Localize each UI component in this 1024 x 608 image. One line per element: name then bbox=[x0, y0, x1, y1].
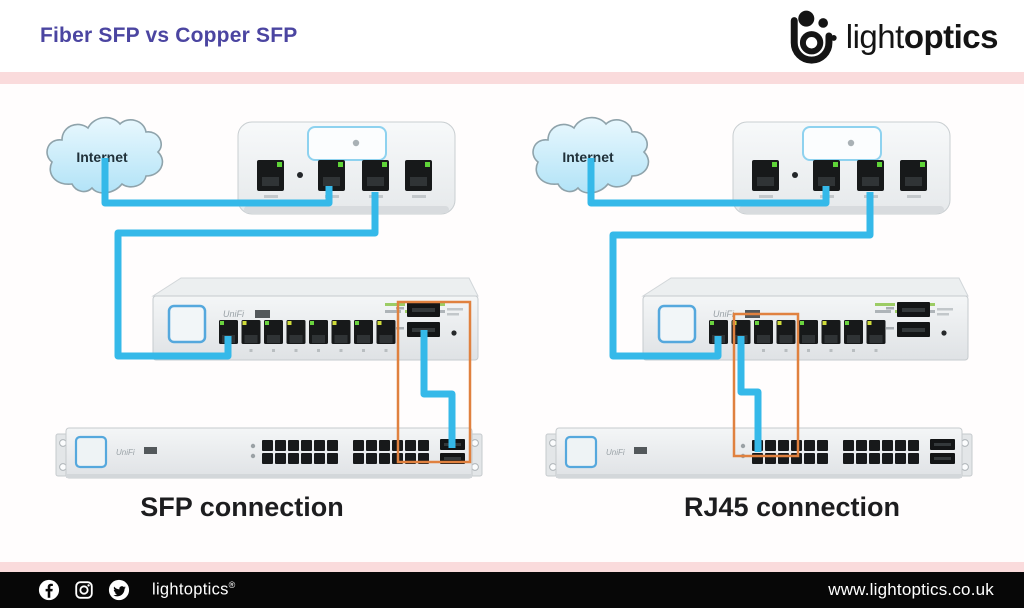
logo-word-optics: optics bbox=[903, 17, 999, 55]
facebook-icon bbox=[38, 579, 60, 601]
switch-8port bbox=[151, 276, 480, 362]
caption-sfp-connection: SFP connection bbox=[140, 492, 344, 522]
cable-sfp-uplink bbox=[420, 330, 456, 448]
cable-router-to-switch bbox=[114, 192, 379, 360]
cable-router-to-switch bbox=[609, 192, 874, 360]
footer-trademark: ® bbox=[228, 580, 236, 591]
footer-brand-text: lightoptics bbox=[152, 580, 229, 599]
footer-left: lightoptics® bbox=[38, 579, 236, 601]
panel-rj45: RJ45 connection bbox=[532, 116, 974, 522]
sfp-highlight-box bbox=[396, 300, 472, 464]
header: Fiber SFP vs Copper SFP lightoptics bbox=[0, 0, 1024, 72]
page-title: Fiber SFP vs Copper SFP bbox=[40, 24, 298, 47]
lightoptics-logo-icon bbox=[790, 10, 837, 64]
diagram-svg: Internet UniFi bbox=[46, 116, 974, 522]
twitter-icon bbox=[108, 579, 130, 601]
cable-rj45-uplink bbox=[737, 336, 762, 452]
logo-word-light: light bbox=[845, 17, 905, 55]
caption-rj45-connection: RJ45 connection bbox=[684, 492, 900, 522]
instagram-icon bbox=[75, 581, 93, 599]
footer-brand: lightoptics® bbox=[152, 580, 236, 600]
diagram-area: Internet UniFi bbox=[0, 84, 1024, 562]
cable-cloud-to-router bbox=[587, 158, 830, 207]
rj45-highlight-box bbox=[732, 312, 800, 458]
pink-divider-top bbox=[0, 72, 1024, 84]
switch-24port bbox=[54, 426, 484, 480]
switch-8port bbox=[641, 276, 970, 362]
pink-divider-bottom bbox=[0, 562, 1024, 572]
logo-wordmark: lightoptics bbox=[845, 17, 999, 55]
panel-sfp: SFP connection bbox=[46, 116, 484, 522]
footer-website: www.lightoptics.co.uk bbox=[828, 580, 994, 599]
footer: lightoptics® www.lightoptics.co.uk bbox=[0, 572, 1024, 608]
lightoptics-logo: lightoptics bbox=[787, 8, 999, 64]
cable-cloud-to-router bbox=[101, 158, 333, 207]
